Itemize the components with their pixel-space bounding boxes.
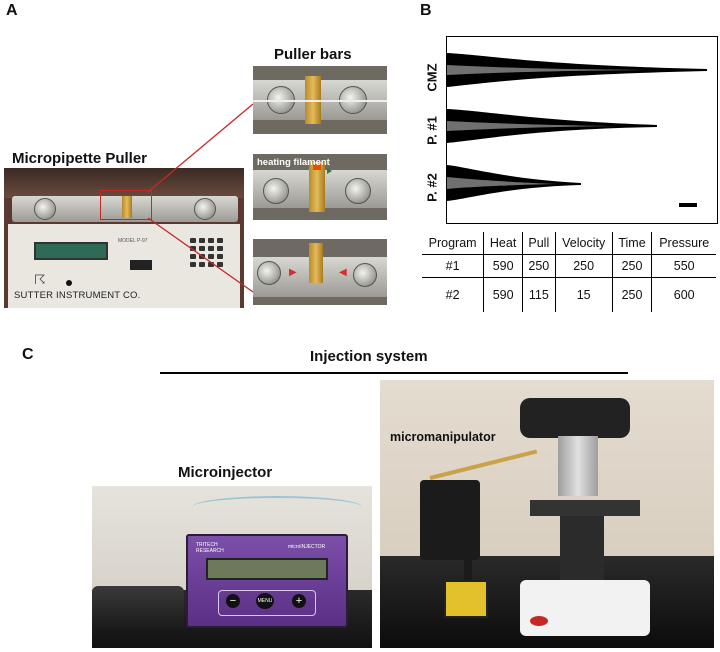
- minus-button[interactable]: −: [226, 594, 240, 608]
- microscope-base: [520, 580, 650, 636]
- table-cell: 600: [651, 277, 716, 312]
- sutter-brand-plate: SUTTER INSTRUMENT CO.: [14, 290, 141, 301]
- foot-pedal: [92, 586, 184, 630]
- table-cell: 250: [611, 254, 652, 278]
- table-header: Velocity: [554, 232, 613, 255]
- heating-filament-callout: heating filament: [257, 157, 330, 168]
- pipette-profiles: [447, 53, 707, 207]
- puller-program-table: Program Heat Pull Velocity Time Pressure…: [422, 232, 716, 312]
- microinjector-photo: TRITECH RESEARCH microINJECTOR − MENU +: [92, 486, 372, 648]
- table-cell: 115: [521, 277, 556, 312]
- puller-bar-photo-1: [253, 66, 387, 134]
- micromanipulator-unit: [420, 480, 480, 560]
- pipette-profile-figure: [446, 36, 718, 224]
- table-header: Time: [611, 232, 652, 255]
- micropipette-puller-photo: MODEL P-97 ☈ SUTTER INSTRUMENT CO.: [4, 168, 244, 308]
- panel-label-c: C: [22, 346, 34, 363]
- magnetic-base: [444, 580, 488, 618]
- zoom-region-box: [100, 190, 152, 220]
- injector-display: [206, 558, 328, 580]
- puller-bars-heading: Puller bars: [274, 46, 352, 63]
- microscope-stage: [530, 500, 640, 516]
- profile-label-p2: P. #2: [424, 173, 440, 202]
- injector-model: microINJECTOR: [288, 544, 326, 550]
- injection-system-heading: Injection system: [310, 348, 428, 365]
- table-header: Pull: [521, 232, 556, 255]
- profile-label-p1: P. #1: [424, 116, 440, 145]
- table-cell: 250: [611, 277, 652, 312]
- micropipette-puller-heading: Micropipette Puller: [12, 150, 148, 167]
- table-cell: 590: [483, 277, 523, 312]
- panel-label-a: A: [6, 2, 18, 19]
- table-header: Program: [422, 232, 484, 255]
- microscope-eyepieces: [520, 398, 630, 438]
- microinjector-unit: TRITECH RESEARCH microINJECTOR − MENU +: [186, 534, 348, 628]
- injector-brand: TRITECH RESEARCH: [196, 542, 224, 554]
- table-cell: 250: [521, 254, 556, 278]
- table-cell: #1: [422, 254, 484, 278]
- brand-logo-icon: [530, 616, 548, 626]
- menu-button[interactable]: MENU: [256, 593, 274, 609]
- microinjector-heading: Microinjector: [178, 464, 273, 481]
- puller-bar-photo-2: heating filament: [253, 154, 387, 220]
- table-row: #1 590 250 250 250 550: [422, 254, 716, 278]
- table-cell: 250: [554, 254, 613, 278]
- profile-label-cmz: CMZ: [424, 63, 440, 92]
- table-header-row: Program Heat Pull Velocity Time Pressure: [422, 232, 716, 255]
- table-cell: 550: [651, 254, 716, 278]
- panel-label-b: B: [420, 2, 432, 19]
- red-arrow-icon: ◀: [339, 267, 347, 278]
- plus-button[interactable]: +: [292, 594, 306, 608]
- table-header: Pressure: [651, 232, 716, 255]
- puller-display: [34, 242, 108, 260]
- table-cell: 590: [483, 254, 523, 278]
- sutter-logo-icon: ☈: [34, 272, 46, 287]
- table-cell: 15: [554, 277, 613, 312]
- micromanipulator-heading: micromanipulator: [390, 430, 496, 444]
- micromanipulator-photo: micromanipulator: [380, 380, 714, 648]
- table-row: #2 590 115 15 250 600: [422, 277, 716, 312]
- puller-bar-photo-3: ▶ ◀: [253, 239, 387, 305]
- arrow-icon: [327, 168, 332, 174]
- red-arrow-icon: ▶: [289, 267, 297, 278]
- table-cell: #2: [445, 288, 460, 302]
- model-plate: MODEL P-97: [118, 238, 148, 244]
- heading-rule: [160, 372, 628, 374]
- table-header: Heat: [483, 232, 523, 255]
- scale-bar: [679, 203, 697, 207]
